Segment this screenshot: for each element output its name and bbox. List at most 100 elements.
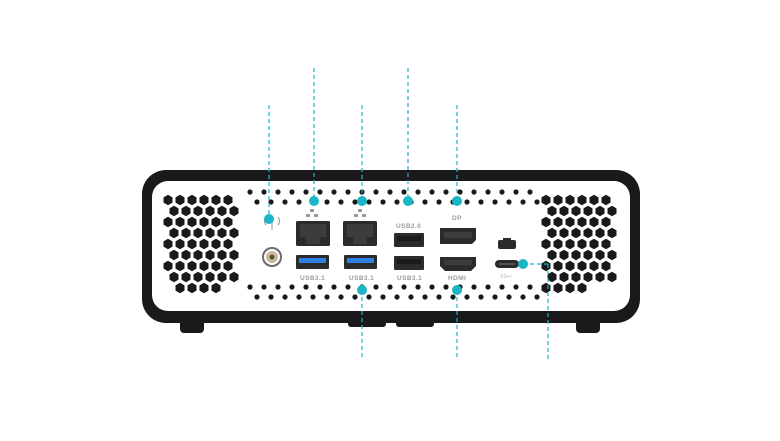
vent-dot	[429, 284, 435, 290]
vent-dot	[422, 294, 428, 300]
vent-hole	[211, 194, 221, 206]
vent-dot	[324, 294, 330, 300]
vent-hole	[547, 205, 557, 217]
vent-hole	[583, 271, 593, 283]
vent-dot	[289, 284, 295, 290]
callout-lan-1-dot	[309, 196, 319, 206]
vent-dot	[366, 294, 372, 300]
vent-hole	[583, 249, 593, 261]
callout-usb-c-dot	[518, 259, 528, 269]
vent-hole	[571, 271, 581, 283]
vent-hole	[559, 249, 569, 261]
vent-hole	[205, 205, 215, 217]
vent-hole	[559, 227, 569, 239]
vent-hole	[163, 260, 173, 272]
vent-dot	[527, 189, 533, 195]
vent-dot	[352, 294, 358, 300]
vent-dot	[401, 284, 407, 290]
vent-hole	[571, 227, 581, 239]
vent-hole	[571, 249, 581, 261]
vent-dot	[380, 199, 386, 205]
vent-hole	[589, 216, 599, 228]
rear-panel	[152, 181, 630, 311]
vent-dot	[401, 189, 407, 195]
vent-dot	[415, 284, 421, 290]
vent-hole	[553, 282, 563, 294]
vent-hole	[577, 194, 587, 206]
vent-hole	[223, 194, 233, 206]
vent-grille-left	[163, 194, 239, 294]
vent-hole	[541, 216, 551, 228]
vent-hole	[199, 282, 209, 294]
vent-dot	[380, 294, 386, 300]
vent-dot	[464, 199, 470, 205]
vent-dot	[331, 189, 337, 195]
vent-dot	[408, 294, 414, 300]
vent-hole	[229, 249, 239, 261]
vent-hole	[205, 227, 215, 239]
vent-hole	[601, 216, 611, 228]
vent-dot	[513, 189, 519, 195]
vent-hole	[217, 249, 227, 261]
vent-dot	[254, 294, 260, 300]
usb-c-icon[interactable]	[495, 260, 519, 268]
vent-dot	[310, 294, 316, 300]
vent-hole	[541, 238, 551, 250]
vent-hole	[181, 227, 191, 239]
vent-dot	[247, 284, 253, 290]
vent-dot	[471, 284, 477, 290]
label-hdmi: HDMI	[448, 275, 467, 282]
vent-dot	[296, 199, 302, 205]
vent-hole	[229, 227, 239, 239]
vent-dot	[282, 294, 288, 300]
vent-hole	[547, 271, 557, 283]
vent-hole	[559, 205, 569, 217]
vent-dot	[534, 199, 540, 205]
vent-dot	[478, 199, 484, 205]
vent-dot	[457, 189, 463, 195]
vent-dot	[450, 294, 456, 300]
vent-hole	[601, 238, 611, 250]
lan-port-1[interactable]	[296, 221, 330, 246]
usb31-port-b[interactable]	[344, 255, 377, 269]
vent-dot	[422, 199, 428, 205]
vent-hole	[169, 249, 179, 261]
vent-hole	[211, 260, 221, 272]
vent-hole	[223, 216, 233, 228]
vent-hole	[187, 194, 197, 206]
vent-dot	[366, 199, 372, 205]
displayport-port[interactable]	[440, 228, 476, 244]
label-dp: DP	[452, 215, 462, 222]
vent-hole	[199, 194, 209, 206]
vent-dot	[268, 199, 274, 205]
vent-hole	[217, 271, 227, 283]
vent-hole	[577, 238, 587, 250]
lan-port-2[interactable]	[343, 221, 377, 246]
power-jack-icon[interactable]	[498, 238, 516, 249]
vent-dot	[289, 189, 295, 195]
label-usb31-c: USB3.1	[397, 275, 423, 282]
vent-hole	[181, 205, 191, 217]
vent-dot	[464, 294, 470, 300]
vent-dot	[429, 189, 435, 195]
vent-hole	[229, 271, 239, 283]
usb31-port-a[interactable]	[296, 255, 329, 269]
vent-hole	[607, 249, 617, 261]
vent-dot	[520, 199, 526, 205]
vent-dot	[338, 294, 344, 300]
usb20-port-bottom[interactable]	[394, 256, 424, 270]
vent-dot	[492, 199, 498, 205]
antenna-connector[interactable]	[262, 247, 282, 267]
vent-hole	[577, 260, 587, 272]
hdmi-port[interactable]	[440, 257, 476, 271]
vent-hole	[175, 260, 185, 272]
vent-hole	[547, 249, 557, 261]
usb20-port-top[interactable]	[394, 233, 424, 247]
vent-dot	[436, 199, 442, 205]
vent-hole	[577, 216, 587, 228]
vent-hole	[217, 227, 227, 239]
vent-hole	[199, 238, 209, 250]
vent-dot	[373, 189, 379, 195]
vent-hole	[211, 216, 221, 228]
vent-dot	[527, 284, 533, 290]
